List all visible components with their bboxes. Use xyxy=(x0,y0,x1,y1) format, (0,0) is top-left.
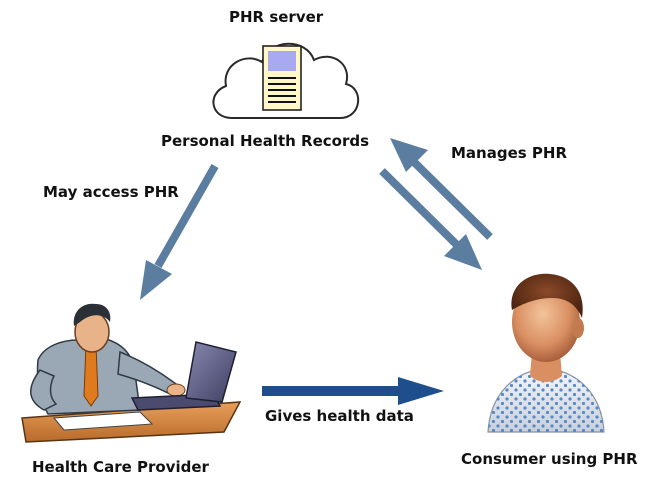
manages-label: Manages PHR xyxy=(451,144,568,162)
provider-label: Health Care Provider xyxy=(32,458,209,476)
arrow-may-access xyxy=(140,164,219,300)
records-label: Personal Health Records xyxy=(161,132,370,150)
document-icon xyxy=(262,45,302,111)
patient-icon xyxy=(487,273,605,433)
may-access-label: May access PHR xyxy=(43,183,179,201)
gives-data-label: Gives health data xyxy=(265,407,414,425)
doctor-at-laptop-icon xyxy=(21,303,242,443)
arrow-gives-health-data xyxy=(262,377,444,405)
arrow-server-to-consumer xyxy=(379,168,482,270)
server-label: PHR server xyxy=(229,8,324,26)
arrow-manages xyxy=(390,138,493,240)
consumer-label: Consumer using PHR xyxy=(461,450,638,468)
